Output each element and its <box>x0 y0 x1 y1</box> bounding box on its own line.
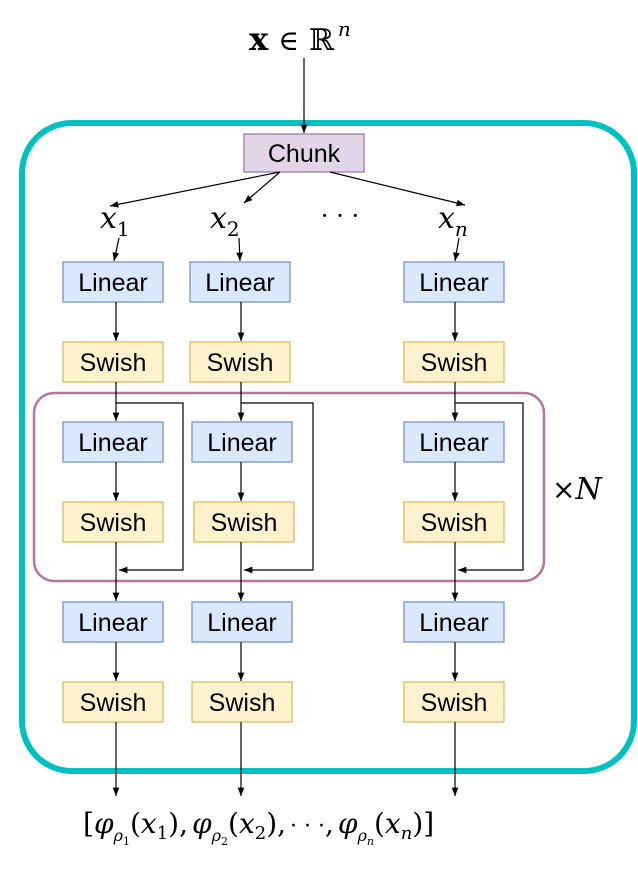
repeat-block-border <box>32 391 546 583</box>
output-expression: [φρ1(x1),φρ2(x2),· · ·,φρn(xn)] <box>83 807 434 848</box>
swish-box <box>403 501 505 543</box>
linear-label: Linear <box>419 269 489 297</box>
linear-box <box>62 601 164 643</box>
linear-label: Linear <box>78 429 148 457</box>
column-ellipsis: · · · <box>321 202 359 230</box>
swish-box <box>193 501 295 543</box>
outer-container <box>19 120 637 774</box>
skip-connection <box>116 402 184 574</box>
x1-to-linear-arrow <box>112 237 120 262</box>
swish-box <box>403 681 505 723</box>
linear-label: Linear <box>205 269 275 297</box>
swish-box <box>62 341 164 383</box>
linear-label: Linear <box>78 609 148 637</box>
x2-label: x2 <box>210 201 240 241</box>
swish-box <box>403 341 505 383</box>
linear-label: Linear <box>207 609 277 637</box>
linear-box <box>403 421 505 463</box>
linear-box <box>189 261 291 303</box>
skip-connection <box>241 402 314 574</box>
swish-label: Swish <box>211 509 278 537</box>
column-n: Linear Swish Linear Swish Linear Swish <box>403 261 524 796</box>
linear-label: Linear <box>207 429 277 457</box>
linear-box <box>191 601 293 643</box>
swish-box <box>191 681 293 723</box>
linear-box <box>191 421 293 463</box>
input-label: x ∈ ℝ n <box>249 17 351 58</box>
x2-to-linear-arrow <box>236 237 243 262</box>
swish-box <box>62 681 164 723</box>
linear-label: Linear <box>78 269 148 297</box>
linear-box <box>403 601 505 643</box>
linear-box <box>62 261 164 303</box>
linear-label: Linear <box>419 609 489 637</box>
chunk-arrow-1 <box>109 171 281 208</box>
chunk-arrow-2 <box>243 171 281 204</box>
linear-label: Linear <box>419 429 489 457</box>
swish-label: Swish <box>207 349 274 377</box>
column-1: Linear Swish Linear Swish Linear Swish <box>62 261 184 796</box>
skip-connection <box>455 402 524 574</box>
repeat-label: ×N <box>552 472 603 507</box>
swish-label: Swish <box>209 689 276 717</box>
swish-label: Swish <box>80 509 147 537</box>
swish-box <box>189 341 291 383</box>
linear-box <box>403 261 505 303</box>
chunk-label: Chunk <box>268 140 341 168</box>
swish-label: Swish <box>80 349 147 377</box>
x1-label: x1 <box>100 201 130 241</box>
column-2: Linear Swish Linear Swish Linear Swish <box>189 261 314 796</box>
chunk-box <box>243 133 365 173</box>
swish-label: Swish <box>421 349 488 377</box>
swish-label: Swish <box>421 689 488 717</box>
chunk-arrow-n <box>329 171 466 207</box>
swish-label: Swish <box>80 689 147 717</box>
xn-label: xn <box>438 201 468 241</box>
linear-box <box>62 421 164 463</box>
swish-label: Swish <box>421 509 488 537</box>
swish-box <box>62 501 164 543</box>
xn-to-linear-arrow <box>453 237 460 262</box>
